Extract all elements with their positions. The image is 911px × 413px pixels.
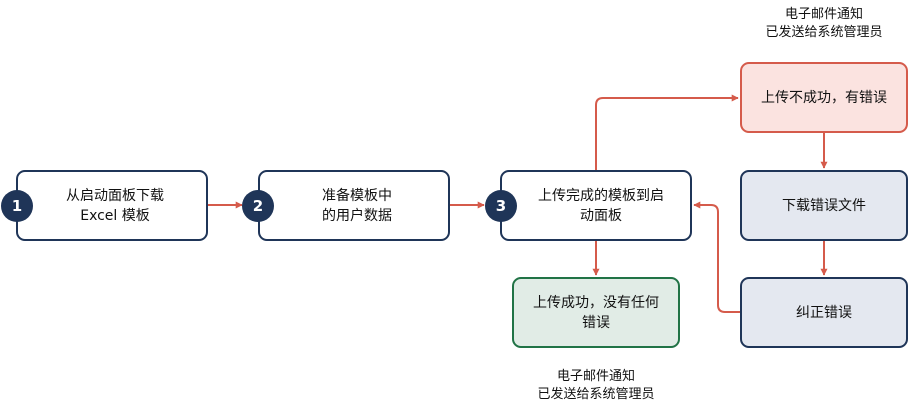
step2-label: 准备模板中 的用户数据 xyxy=(322,187,392,224)
step1-label: 从启动面板下载 Excel 模板 xyxy=(66,187,164,224)
upload-failure-node: 上传不成功，有错误 xyxy=(740,62,908,133)
download-error-file-label: 下载错误文件 xyxy=(782,197,866,214)
step2-prepare-data-node: 准备模板中 的用户数据 xyxy=(258,170,450,241)
step3-upload-template-node: 上传完成的模板到启 动面板 xyxy=(500,170,692,241)
correct-errors-node: 纠正错误 xyxy=(740,277,908,348)
step1-number-badge: 1 xyxy=(1,190,33,222)
download-error-file-node: 下载错误文件 xyxy=(740,170,908,241)
upload-success-node: 上传成功，没有任何 错误 xyxy=(512,277,680,348)
step2-number-badge: 2 xyxy=(242,190,274,222)
step3-number-badge: 3 xyxy=(485,190,517,222)
failure-email-note-line1: 电子邮件通知 xyxy=(784,7,863,22)
arrow-correct-to-step3 xyxy=(693,201,740,313)
success-email-note-line2: 已发送给系统管理员 xyxy=(537,387,655,402)
step1-download-template-node: 从启动面板下载 Excel 模板 xyxy=(16,170,208,241)
step3-label: 上传完成的模板到启 动面板 xyxy=(538,187,664,224)
failure-email-note: 电子邮件通知 已发送给系统管理员 xyxy=(739,6,909,42)
success-email-note-line1: 电子邮件通知 xyxy=(556,369,635,384)
correct-errors-label: 纠正错误 xyxy=(796,304,852,321)
failure-email-note-line2: 已发送给系统管理员 xyxy=(765,25,883,40)
success-email-note: 电子邮件通知 已发送给系统管理员 xyxy=(511,368,681,404)
upload-success-label: 上传成功，没有任何 错误 xyxy=(533,294,659,331)
arrow-step3-to-failure xyxy=(595,94,739,170)
upload-failure-label: 上传不成功，有错误 xyxy=(761,89,887,106)
